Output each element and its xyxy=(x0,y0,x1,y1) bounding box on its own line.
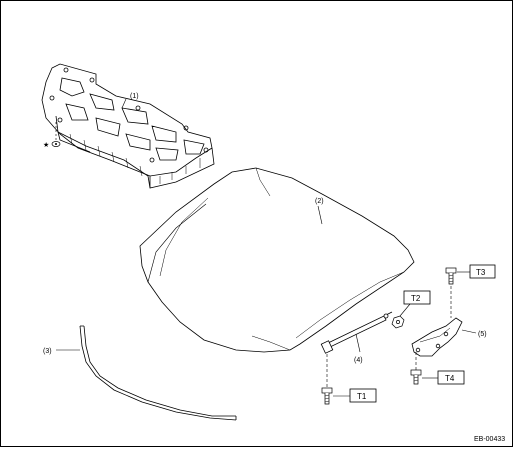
bolt-t1 xyxy=(321,387,333,405)
clip-star-marker: ★ xyxy=(43,141,49,149)
leader-t2 xyxy=(399,303,411,317)
insulator-clip xyxy=(51,122,61,147)
torque-box-t3 xyxy=(469,264,496,279)
leader-1 xyxy=(121,98,127,109)
part-label-4: (4) xyxy=(354,357,363,364)
hood-hinge xyxy=(411,317,463,357)
bolt-t4 xyxy=(410,369,422,385)
bolt-t3 xyxy=(445,267,457,285)
part-label-2: (2) xyxy=(315,198,324,205)
hood-panel xyxy=(139,167,415,353)
torque-box-t2 xyxy=(403,290,431,305)
hood-insulator xyxy=(41,63,215,189)
part-label-3: (3) xyxy=(43,348,52,355)
torque-box-t1 xyxy=(349,388,377,403)
leader-4 xyxy=(355,333,361,353)
figure-code: EB-00433 xyxy=(474,436,505,443)
torque-label-t2: T2 xyxy=(411,294,421,303)
leader-2 xyxy=(317,205,323,225)
nut-t2 xyxy=(391,315,405,329)
torque-label-t1: T1 xyxy=(357,392,367,401)
torque-label-t3: T3 xyxy=(476,268,486,277)
hood-stay xyxy=(320,311,393,354)
hood-weatherstrip xyxy=(79,325,237,421)
torque-label-t4: T4 xyxy=(445,374,455,383)
part-label-1: (1) xyxy=(130,93,139,100)
leader-5 xyxy=(461,329,477,334)
part-label-5: (5) xyxy=(478,331,487,338)
torque-box-t4 xyxy=(437,370,465,385)
